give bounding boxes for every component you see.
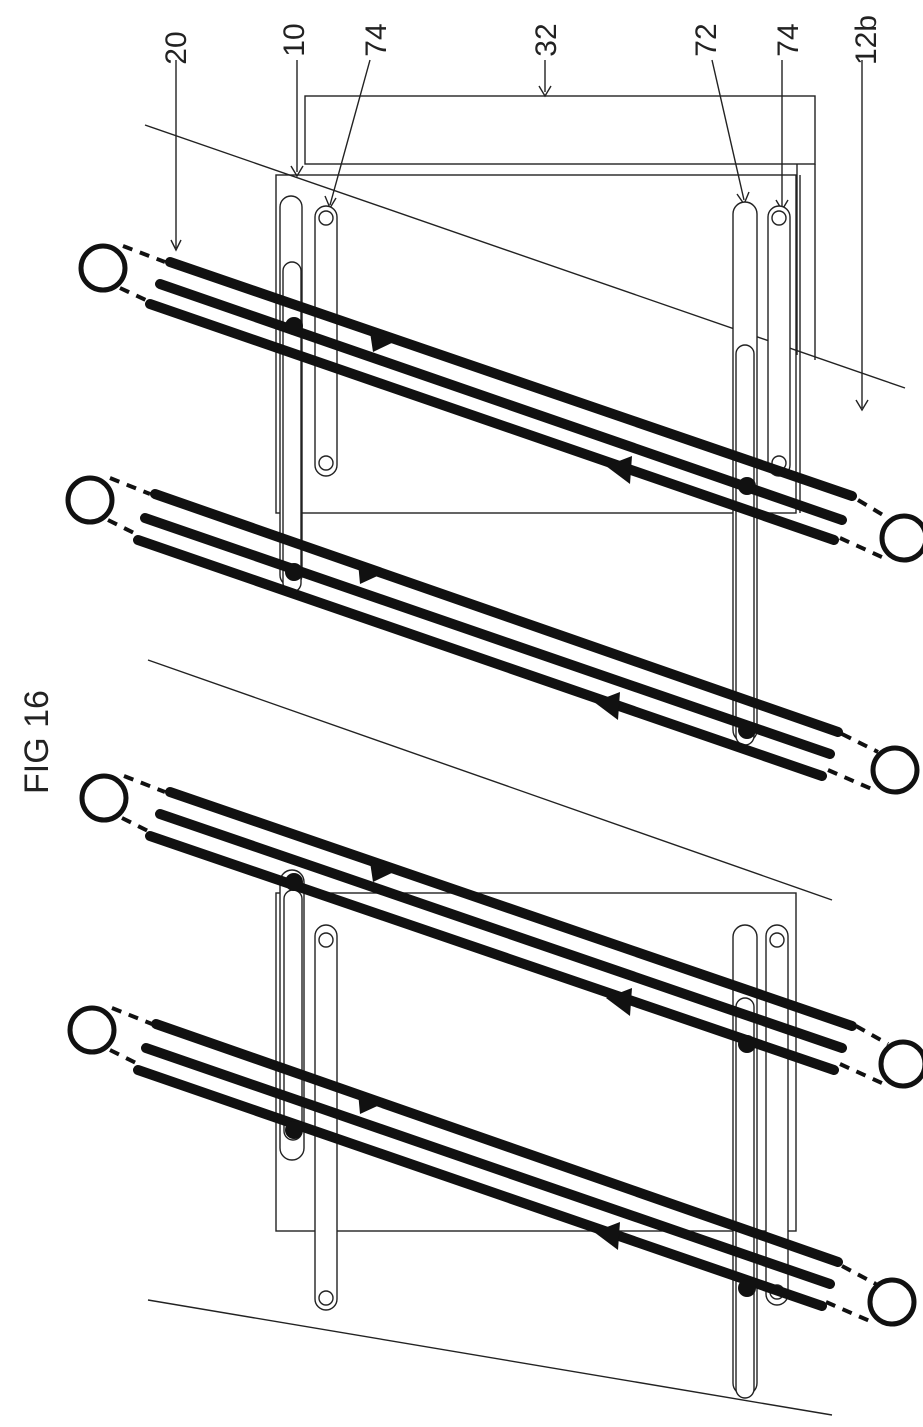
reference-labels: 20 10 74 32 72 74 12b (160, 15, 883, 65)
belt-loop-4 (67, 1005, 917, 1327)
belt-loop-1 (78, 243, 923, 563)
label-frame: 10 (278, 23, 311, 56)
leader-lines (170, 59, 869, 412)
belt-loop-2 (65, 475, 920, 795)
frame-upper (275, 174, 801, 514)
label-web: 12b (850, 15, 883, 65)
figure-title: FIG 16 (18, 690, 56, 794)
head-32 (304, 95, 816, 360)
label-slot: 72 (690, 23, 723, 56)
label-head: 32 (530, 23, 563, 56)
label-guide-slot-b: 74 (772, 23, 805, 56)
belt-loop-3 (79, 773, 923, 1089)
label-guide-slot-a: 74 (360, 23, 393, 56)
label-belt: 20 (160, 31, 193, 64)
